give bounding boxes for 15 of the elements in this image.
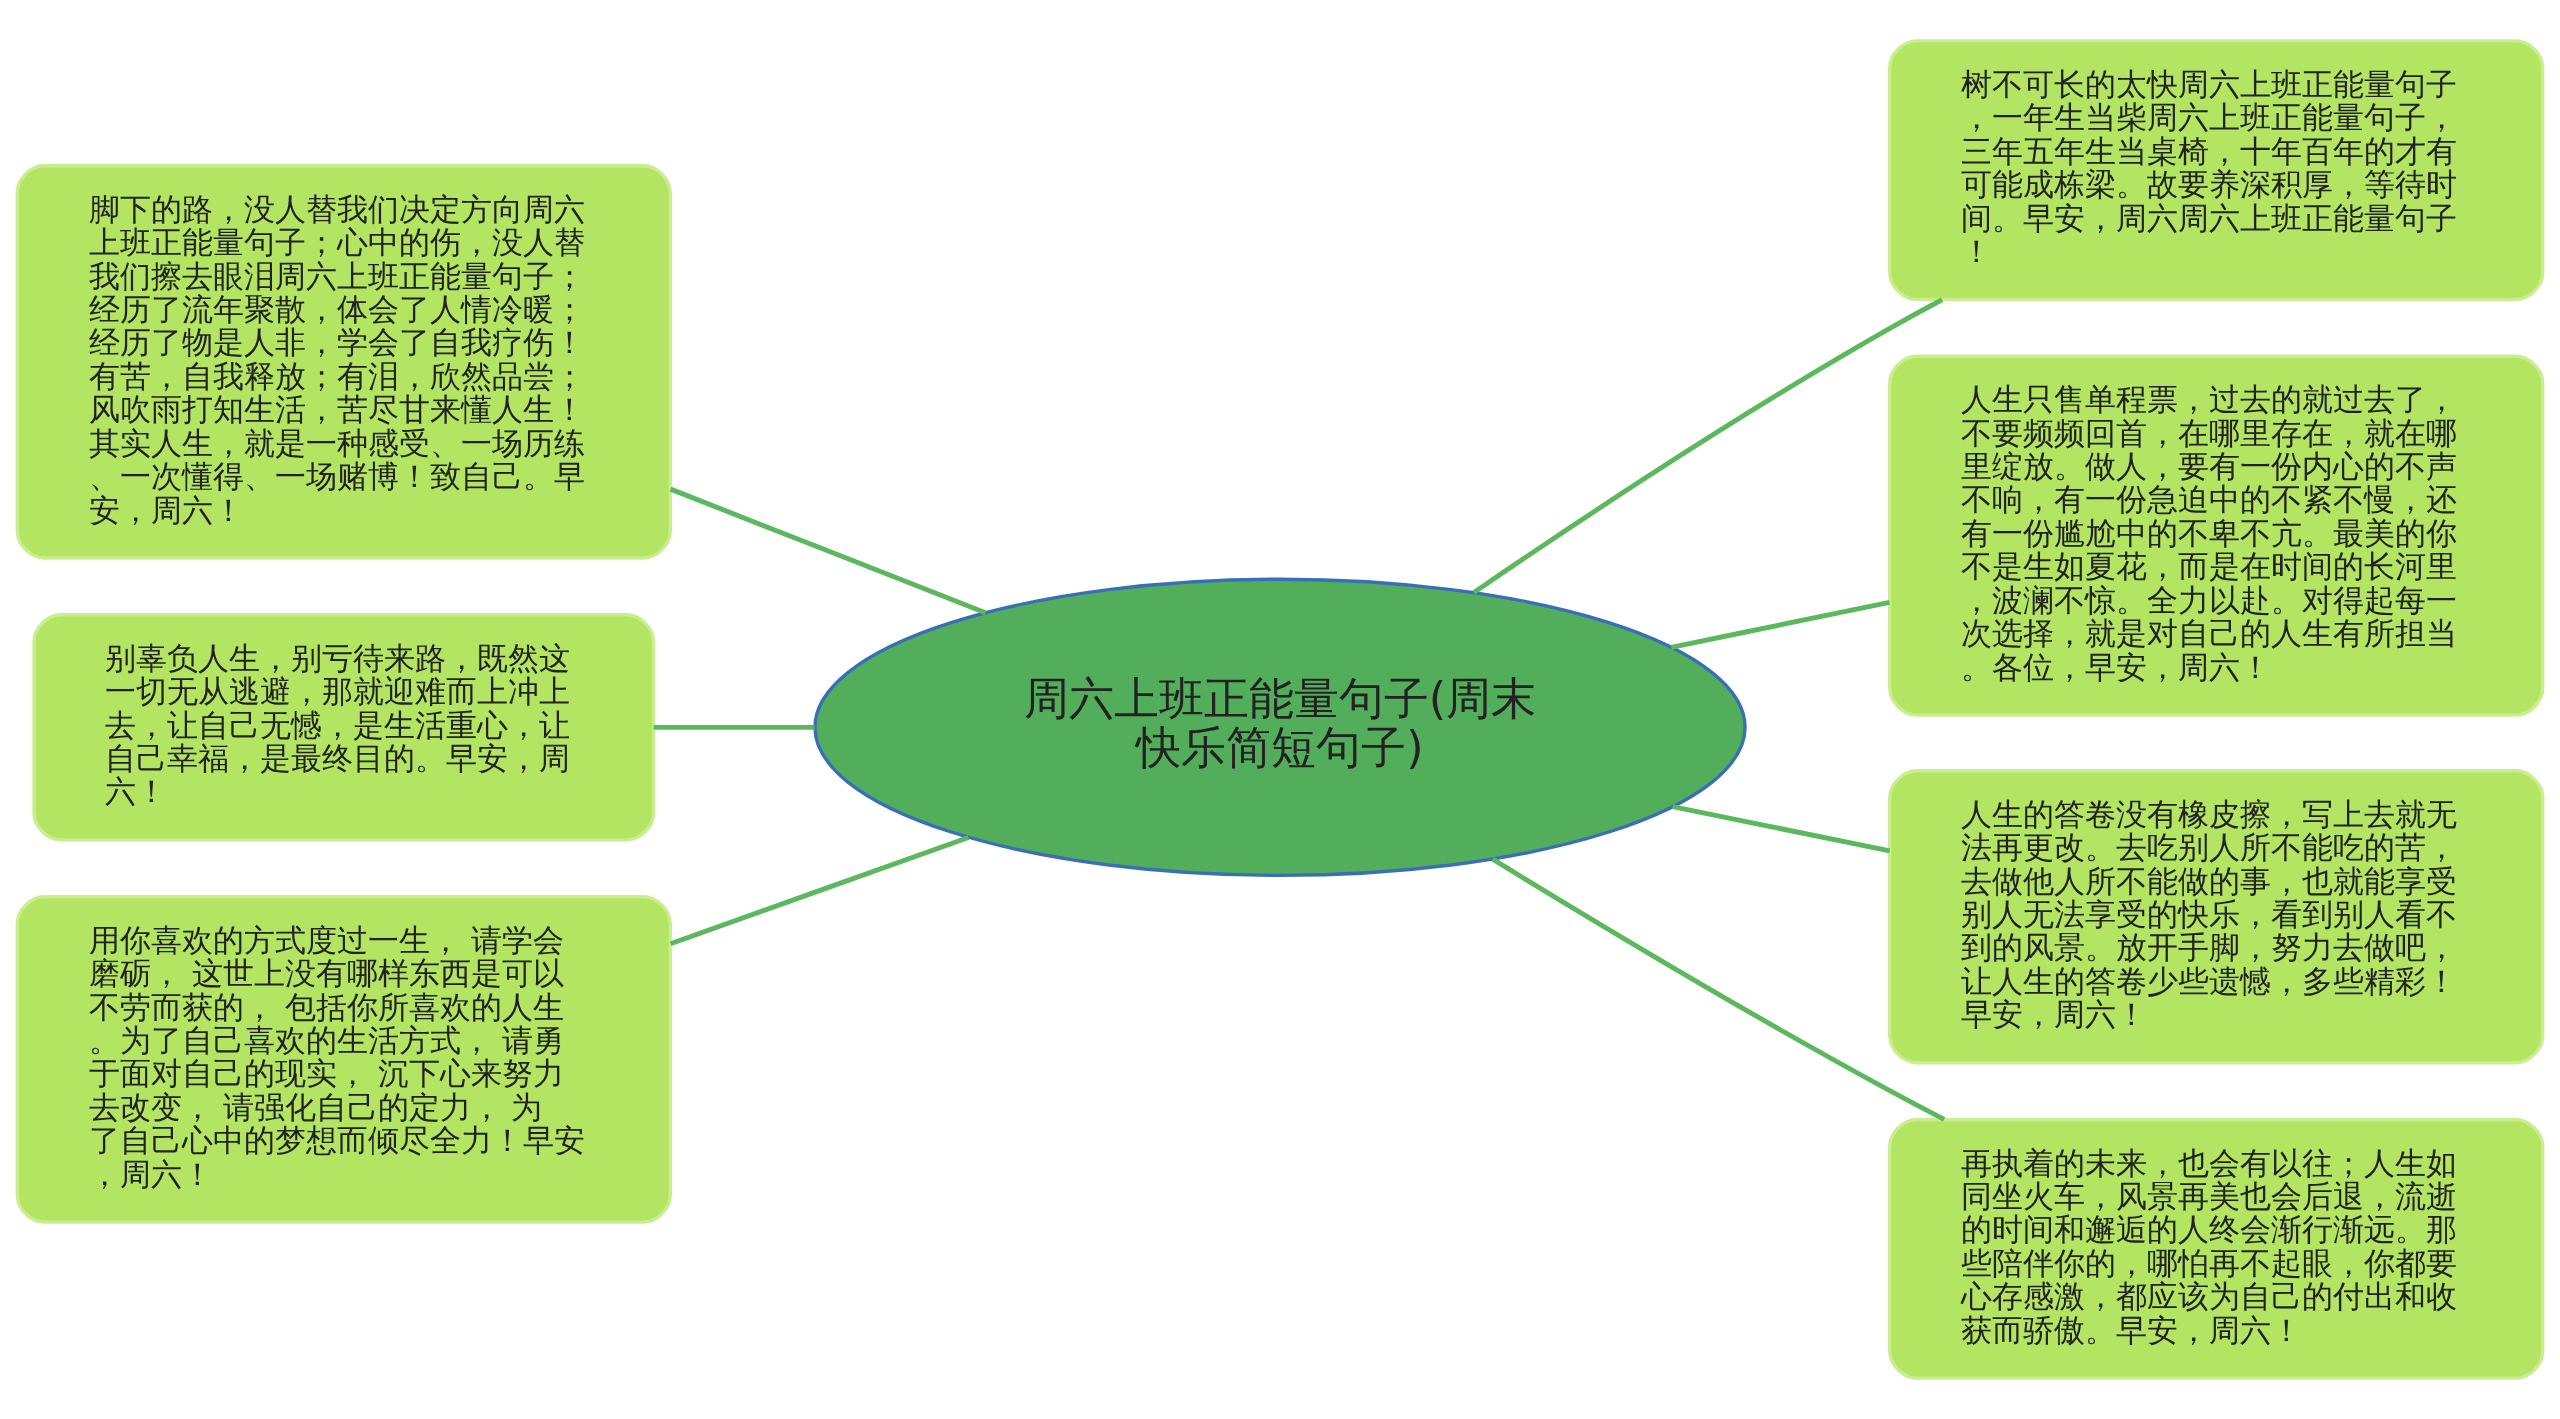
connector	[1491, 857, 1946, 1122]
node-ellipse: 周六上班正能量句子(周末快乐简短句子)	[813, 577, 1747, 878]
connector	[1672, 804, 1891, 854]
node-box: 人生只售单程票，过去的就过去了，不要频频回首，在哪里存在，就在哪里绽放。做人，要有一份内心的不声不响，有一份急迫中的不紧不慢，还有一份尴尬中的不卑不亢。最美的你不是生如夏花，而是在时间的长河里，波澜不惊。全力以赴。对得起每一次选择，就是对自己的人生有所担当。各位，早安，周六！	[1888, 354, 2545, 717]
node-box: 人生的答卷没有橡皮擦，写上去就无法再更改。去吃别人所不能吃的苦，去做他人所不能做的事，也就能享受别人无法享受的快乐，看到别人看不到的风景。放开手脚，努力去做吧，让人生的答卷少些遗憾，多些精彩！早安，周六！	[1888, 769, 2545, 1065]
connector	[1472, 297, 1944, 595]
node-box: 脚下的路，没人替我们决定方向周六上班正能量句子；心中的伤，没人替我们擦去眼泪周六上班正能量句子；经历了流年聚散，体会了人情冷暖；经历了物是人非，学会了自我疗伤！有苦，自我释放；有泪，欣然品尝；风吹雨打知生活，苦尽甘来懂人生！其实人生，就是一种感受、一场历练、一次懂得、一场赌博！致自己。早安，周六！	[15, 164, 672, 560]
connector	[1670, 600, 1890, 650]
node-box: 别辜负人生，别亏待来路，既然这一切无从逃避，那就迎难而上冲上去，让自己无憾，是生活重心，让自己幸福，是最终目的。早安，周六！	[32, 613, 656, 842]
node-box: 树不可长的太快周六上班正能量句子，一年生当柴周六上班正能量句子，三年五年生当桌椅，十年百年的才有可能成栋梁。故要养深积厚，等待时间。早安，周六周六上班正能量句子！	[1888, 39, 2545, 302]
node-box: 再执着的未来，也会有以往；人生如同坐火车，风景再美也会后退，流逝的时间和邂逅的人终会渐行渐远。那些陪伴你的，哪怕再不起眼，你都要心存感激，都应该为自己的付出和收获而骄傲。早安，周六！	[1888, 1117, 2545, 1380]
connector	[653, 724, 815, 730]
node-box: 用你喜欢的方式度过一生， 请学会磨砺， 这世上没有哪样东西是可以不劳而获的， 包括你所喜欢的人生。为了自己喜欢的生活方式， 请勇于面对自己的现实， 沉下心来努力去改变， 请强化自己的定力， 为了自己心中的梦想而倾尽全力！早安，周六！	[15, 895, 672, 1224]
connector	[669, 486, 987, 615]
connector	[669, 835, 970, 947]
